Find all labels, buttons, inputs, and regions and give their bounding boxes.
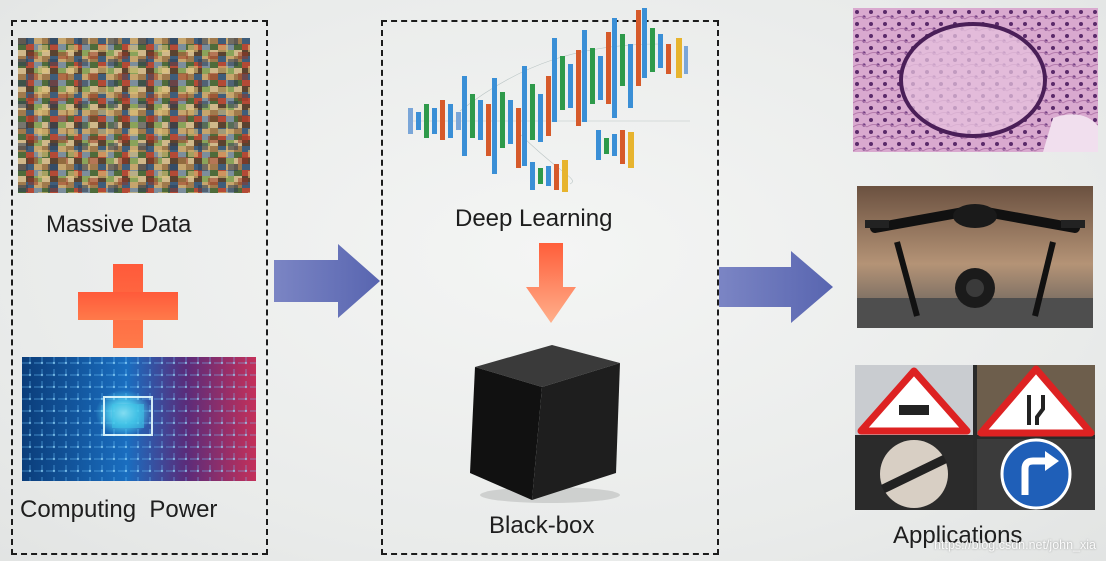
blackbox-cube-icon: [470, 345, 625, 505]
massive-data-image: [18, 38, 250, 193]
deep-learning-label: Deep Learning: [455, 205, 613, 232]
input-box: [11, 20, 268, 555]
computing-power-image: [22, 357, 256, 481]
neural-network-diagram: [400, 4, 700, 194]
massive-data-label: Massive Data: [46, 211, 192, 238]
arrow-down-icon: [526, 243, 576, 323]
blackbox-label: Black-box: [489, 512, 595, 539]
arrow-right-icon: [719, 251, 833, 323]
histology-image: [853, 8, 1098, 152]
applications-label: Applications: [893, 522, 1023, 549]
plus-icon: [78, 264, 178, 348]
drone-image: [857, 186, 1093, 328]
watermark-text: https://blog.csdn.net/john_xia: [934, 538, 1096, 552]
computing-power-label: Computing Power: [20, 496, 218, 523]
traffic-signs-image: [855, 365, 1095, 510]
arrow-right-icon: [274, 244, 380, 318]
model-box: [381, 20, 719, 555]
